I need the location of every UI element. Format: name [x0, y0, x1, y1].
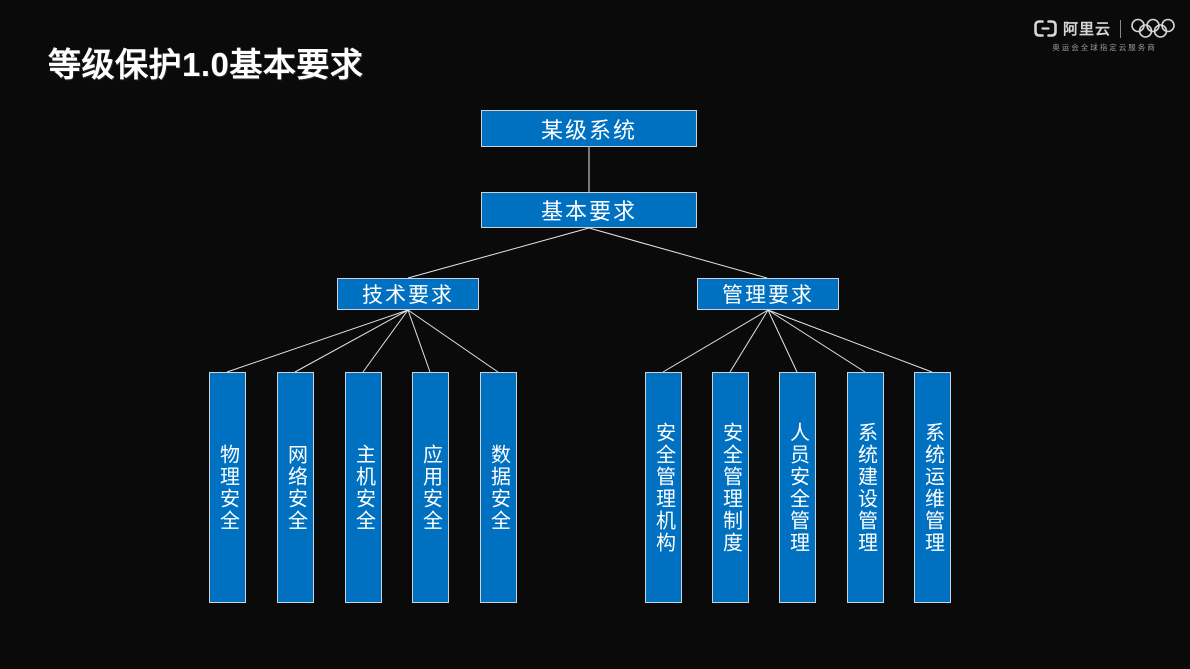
- leaf-application-security: 应用安全: [412, 372, 449, 603]
- node-basic-requirements: 基本要求: [481, 192, 697, 228]
- leaf-data-security: 数据安全: [480, 372, 517, 603]
- page-title: 等级保护1.0基本要求: [48, 46, 364, 83]
- leaf-security-management-system: 安全管理制度: [712, 372, 749, 603]
- alibaba-cloud-logo: 阿里云 奥运会全球指定云服务商: [1033, 18, 1176, 53]
- leaf-network-security: 网络安全: [277, 372, 314, 603]
- leaf-security-management-org: 安全管理机构: [645, 372, 682, 603]
- brand-name: 阿里云: [1062, 21, 1111, 38]
- node-mgmt-requirements: 管理要求: [697, 278, 839, 310]
- olympic-rings-icon: [1130, 18, 1176, 39]
- leaf-host-security: 主机安全: [345, 372, 382, 603]
- alibaba-cloud-bracket-icon: [1033, 19, 1058, 38]
- node-tech-requirements: 技术要求: [337, 278, 479, 310]
- leaf-system-construction-management: 系统建设管理: [847, 372, 884, 603]
- node-system-level: 某级系统: [481, 110, 697, 147]
- leaf-system-operations-management: 系统运维管理: [914, 372, 951, 603]
- leaf-physical-security: 物理安全: [209, 372, 246, 603]
- logo-row: 阿里云: [1033, 18, 1176, 39]
- leaf-personnel-security-management: 人员安全管理: [779, 372, 816, 603]
- logo-divider: [1120, 19, 1121, 38]
- logo-tagline: 奥运会全球指定云服务商: [1052, 43, 1157, 52]
